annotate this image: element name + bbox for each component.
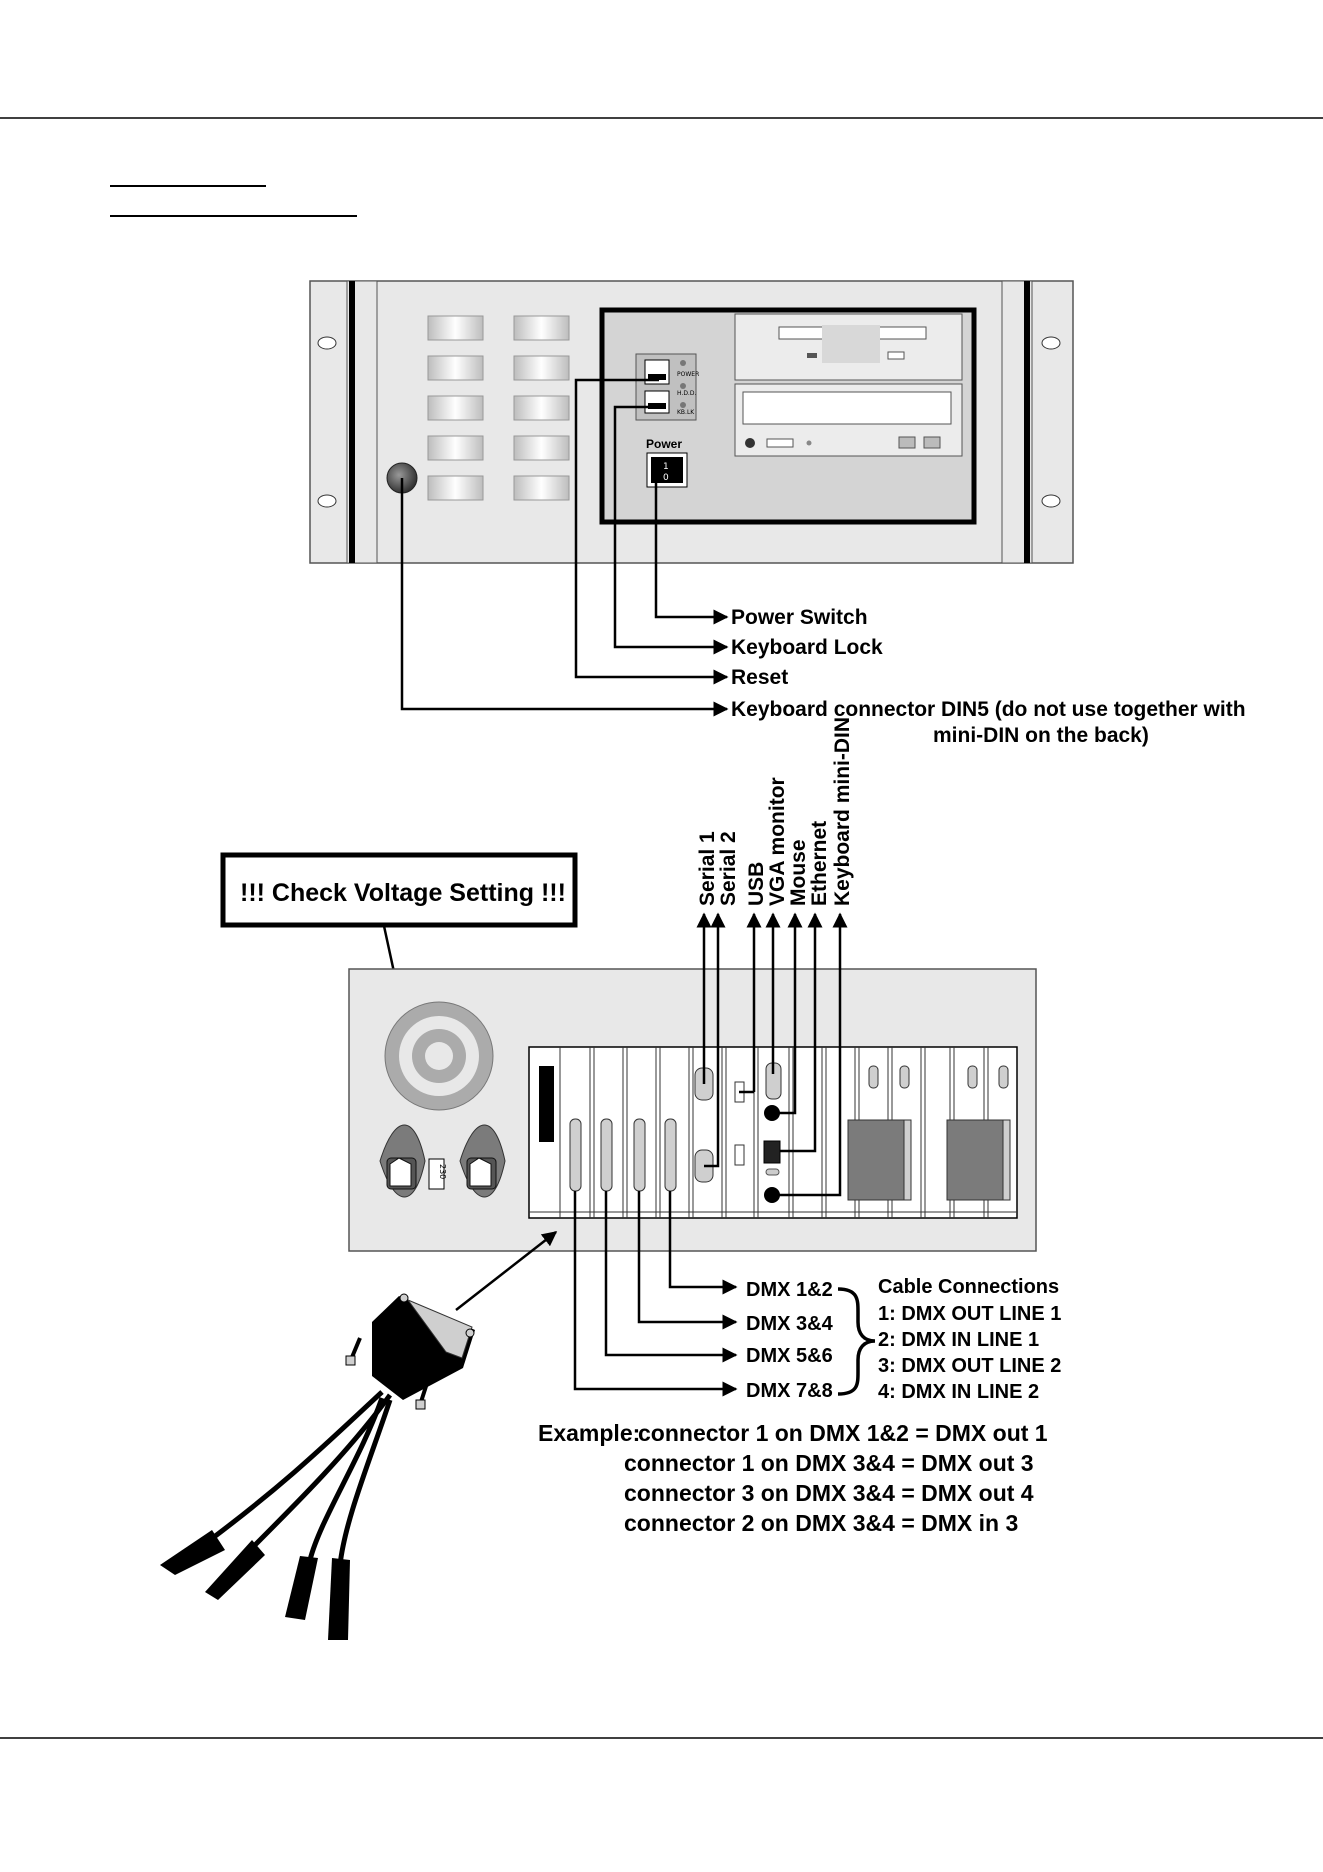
port-label-keyboard-mini-din: Keyboard mini-DIN [831,717,854,906]
front-button[interactable] [427,475,484,501]
expansion-card-module [946,1119,1004,1201]
fan [384,1001,494,1111]
example-line-1: connector 1 on DMX 1&2 = DMX out 1 [638,1420,1048,1446]
ethernet-port[interactable] [763,1140,781,1164]
power-off-mark: 0 [663,473,669,483]
front-button[interactable] [513,475,570,501]
led-label-power: POWER [677,371,699,378]
port-label-usb: USB [745,862,768,906]
port-label-serial1: Serial 1 [696,831,719,906]
voltage-selector-value: 230 [438,1164,447,1179]
front-button[interactable] [513,435,570,461]
front-button[interactable] [513,315,570,341]
dmx-connector[interactable] [600,1118,613,1192]
callout-power-switch: Power Switch [731,606,868,629]
port-label-vga: VGA monitor [766,777,789,906]
cable-line-2: 2: DMX IN LINE 1 [878,1329,1039,1351]
power-inlet-left [379,1124,426,1198]
voltage-warning-box [220,852,578,928]
power-on-mark: 1 [663,462,669,472]
rear-port-labels: Serial 1 Serial 2 USB VGA monitor Mouse … [696,717,854,906]
led [680,383,686,389]
dmx-connector[interactable] [633,1118,646,1192]
port-label-serial2: Serial 2 [717,831,740,906]
callout-keyboard-lock: Keyboard Lock [731,636,883,659]
led-label-kblk: KB.LK [677,409,695,416]
back-panel: 230 [348,968,1037,1252]
led [680,360,686,366]
dmx-label-1-2: DMX 1&2 [746,1279,833,1301]
front-button[interactable] [427,315,484,341]
keyboard-lock[interactable] [644,390,670,414]
front-button[interactable] [427,435,484,461]
dmx-label-5-6: DMX 5&6 [746,1345,833,1367]
port-label-ethernet: Ethernet [808,821,831,906]
power-label: Power [646,437,682,451]
port-label-mouse: Mouse [787,839,810,906]
rack-hole [1041,494,1061,508]
cable-line-3: 3: DMX OUT LINE 2 [878,1355,1061,1377]
rack-hole [317,494,337,508]
callout-reset: Reset [731,666,788,689]
front-button[interactable] [427,395,484,421]
expansion-card-module [847,1119,905,1201]
led [680,402,686,408]
dmx-connector[interactable] [664,1118,677,1192]
led-label-hdd: H.D.D. [677,390,696,397]
front-button[interactable] [427,355,484,381]
cable-line-4: 4: DMX IN LINE 2 [878,1381,1039,1403]
callout-keyboard-din5-cont: mini-DIN on the back) [933,724,1149,747]
rack-hole [317,336,337,350]
rear-port-arrows [696,912,848,1197]
dmx-connector[interactable] [569,1118,582,1192]
power-inlet-right [459,1124,506,1198]
front-button-grid [427,315,570,501]
front-button[interactable] [513,355,570,381]
dmx-breakout-cable [160,1231,558,1640]
dmx-callout-lines [573,1191,738,1397]
voltage-warning-text: !!! Check Voltage Setting !!! [240,879,566,907]
dmx-label-7-8: DMX 7&8 [746,1380,833,1402]
example-line-3: connector 3 on DMX 3&4 = DMX out 4 [624,1480,1034,1506]
front-button[interactable] [513,395,570,421]
rack-hole [1041,336,1061,350]
example-line-2: connector 1 on DMX 3&4 = DMX out 3 [624,1450,1034,1476]
voltage-selector[interactable] [428,1158,445,1190]
cable-line-1: 1: DMX OUT LINE 1 [878,1303,1061,1325]
dmx-label-3-4: DMX 3&4 [746,1313,834,1335]
dmx-brace [837,1287,876,1396]
front-panel: POWER H.D.D. KB.LK Power 1 0 [309,280,1074,564]
callout-keyboard-din5: Keyboard connector DIN5 (do not use toge… [731,698,1246,721]
example-prefix: Example: [538,1420,640,1446]
usb-port[interactable] [734,1144,745,1166]
cable-connections-title: Cable Connections [878,1276,1059,1298]
example-line-4: connector 2 on DMX 3&4 = DMX in 3 [624,1510,1018,1536]
front-callout-lines [400,378,729,717]
